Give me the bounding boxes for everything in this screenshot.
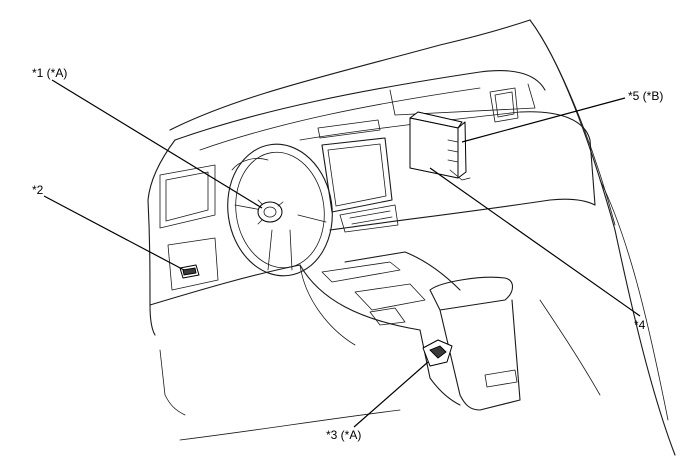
steering-wheel [227, 143, 333, 277]
dash-top [147, 70, 546, 201]
leader-2 [43, 195, 185, 271]
dash-fascia [147, 87, 596, 306]
leader-1 [51, 79, 263, 209]
dlc3-connector-part [179, 264, 200, 279]
console-sensor-part [422, 339, 453, 367]
callout-2-label: *2 [32, 183, 44, 197]
spiral-cable-part [257, 199, 284, 225]
callout-3-label: *3 (*A) [326, 428, 362, 442]
leader-5 [461, 97, 626, 143]
center-stack [317, 119, 399, 233]
leader-lines [43, 79, 641, 428]
callout-1-label: *1 (*A) [32, 66, 68, 80]
center-console [299, 251, 521, 411]
floor-lines [179, 299, 601, 441]
ecu-module-part [409, 111, 471, 181]
lower-left-panel [149, 237, 219, 416]
leader-4 [429, 167, 641, 317]
callout-4-label: *4 [634, 318, 646, 332]
callout-5-label: *5 (*B) [628, 89, 664, 103]
windshield-outline [169, 19, 676, 456]
leader-3 [353, 361, 429, 428]
